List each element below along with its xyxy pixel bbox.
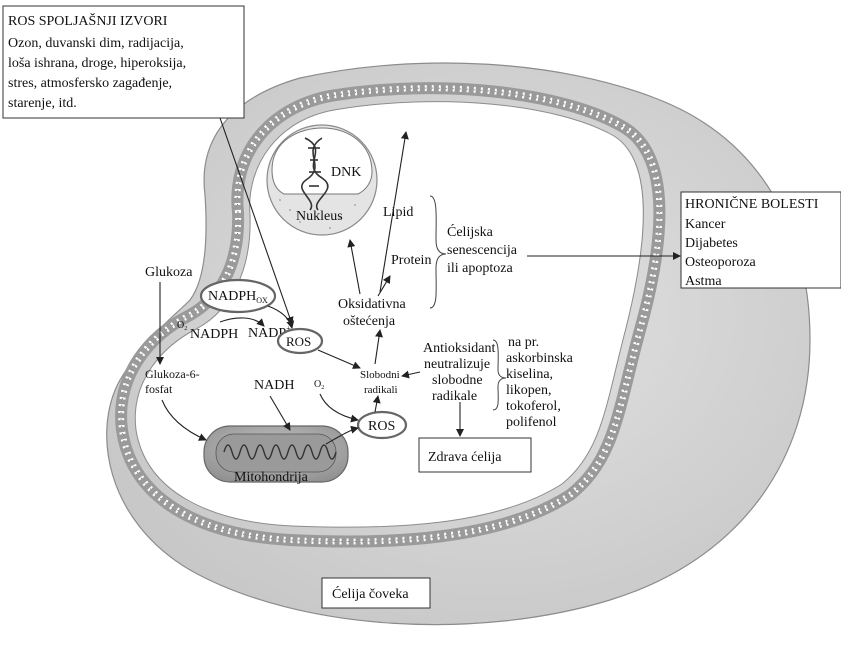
mitochondria-label: Mitohondrija — [234, 470, 309, 485]
nucleus-label: Nukleus — [296, 209, 343, 224]
external-sources-line: Ozon, duvanski dim, radijacija, — [8, 36, 184, 51]
example-line: likopen, — [506, 383, 552, 398]
healthy-cell-label: Zdrava ćelija — [428, 450, 502, 465]
free-radicals-line: Slobodni — [360, 369, 400, 381]
cell-interior — [134, 101, 644, 528]
example-line: polifenol — [506, 415, 557, 430]
arrow-oxidative-to-lipid — [379, 131, 409, 293]
example-line: kiselina, — [506, 367, 553, 382]
human-cell-label: Ćelija čoveka — [332, 585, 409, 602]
glucose6p-line: Glukoza-6- — [145, 367, 200, 381]
external-sources-line: loša ishrana, droge, hiperoksija, — [8, 56, 186, 71]
ros-label-upper: ROS — [286, 334, 311, 349]
antioxidant-line: slobodne — [432, 373, 483, 388]
external-sources-title: ROS SPOLJAŠNJI IZVORI — [8, 12, 168, 29]
arrow-o2-to-ros-lower — [319, 393, 359, 423]
senescence-brace — [429, 195, 447, 309]
antioxidant-line: Antioksidant — [423, 341, 495, 356]
dnk-label: DNK — [331, 165, 361, 180]
nadph-ox-label: NADPHOX — [208, 289, 268, 305]
external-sources-box — [2, 5, 245, 119]
o2-label-lower: O2 — [314, 379, 324, 391]
ros-oval-upper — [276, 327, 324, 355]
antioxidant-line: neutralizuje — [424, 357, 490, 372]
dna-helix-icon — [301, 137, 329, 211]
protein-label: Protein — [391, 253, 431, 268]
senescence-line: ili apoptoza — [447, 261, 513, 276]
external-sources-line: stres, atmosfersko zagađenje, — [8, 76, 172, 91]
glucose-label: Glukoza — [145, 265, 193, 280]
external-sources-line: starenje, itd. — [8, 96, 77, 111]
chronic-title: HRONIČNE BOLESTI — [685, 195, 819, 212]
nucleus-inner — [271, 127, 373, 195]
healthy-cell-box — [418, 437, 532, 473]
arrow-nadh-to-mito — [269, 395, 291, 431]
human-cell-box — [321, 577, 431, 609]
example-line: askorbinska — [506, 351, 574, 366]
ros-label-lower: ROS — [368, 419, 395, 434]
arrow-ros-to-free-radicals — [317, 349, 361, 369]
oxidative-line: oštećenja — [343, 314, 396, 329]
lipid-label: Lipid — [383, 205, 413, 220]
mitochondrion-icon — [203, 425, 349, 483]
nucleus-dots — [279, 199, 356, 229]
chronic-diseases-box — [680, 191, 841, 289]
arrow-oxidative-to-nucleus — [347, 239, 361, 295]
arrow-free-radicals-to-oxidative — [374, 329, 383, 365]
arrow-mito-to-ros — [325, 425, 359, 445]
chronic-item: Kancer — [685, 217, 726, 232]
arrow-external-to-ros — [219, 117, 294, 325]
chronic-item: Astma — [685, 274, 722, 289]
senescence-line: senescencija — [447, 243, 518, 258]
antioxidant-line: radikale — [432, 389, 477, 404]
example-line: tokoferol, — [506, 399, 561, 414]
arrow-g6p-to-mito — [161, 399, 207, 441]
nadph-label: NADPH — [190, 327, 238, 342]
ros-oval-lower — [356, 410, 408, 440]
arrow-antioxidant-to-free-radicals — [401, 370, 421, 379]
arrow-ros-to-free-radicals-lower — [372, 395, 381, 413]
o2-label: O2 — [177, 320, 187, 332]
arrow-nadph-to-nadp — [219, 317, 265, 327]
free-radicals-line: radikali — [364, 384, 398, 396]
senescence-line: Ćelijska — [447, 223, 494, 240]
antioxidant-brace — [492, 339, 507, 411]
glucose6p-line: fosfat — [145, 382, 173, 396]
oxidative-line: Oksidativna — [338, 297, 406, 312]
chronic-item: Osteoporoza — [685, 255, 757, 270]
arrow-oxidative-to-protein — [377, 275, 391, 297]
arrow-nadph-to-ros — [267, 305, 295, 329]
nadph-ox-oval — [199, 278, 277, 314]
example-line: na pr. — [508, 335, 539, 350]
membrane-inner — [120, 87, 660, 543]
nadh-label: NADH — [254, 378, 294, 393]
chronic-item: Dijabetes — [685, 236, 738, 251]
